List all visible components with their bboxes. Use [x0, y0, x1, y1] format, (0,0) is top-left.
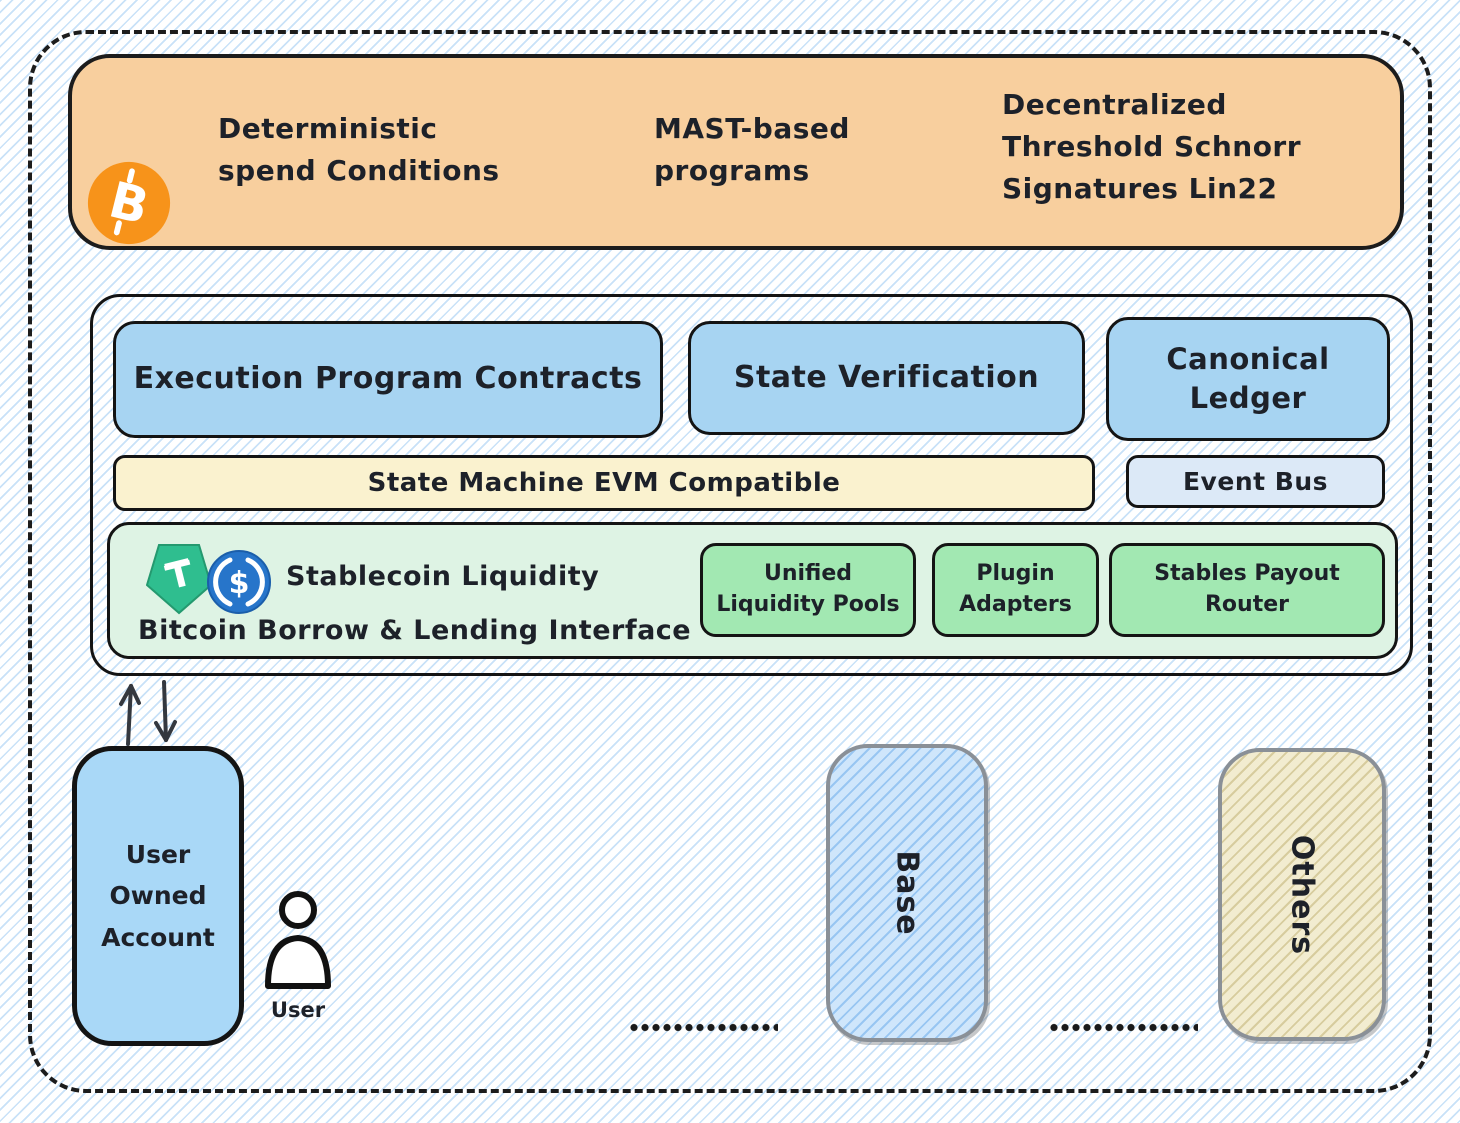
bitcoin-layer-banner: B Deterministic spend Conditions MAST-ba… — [68, 54, 1404, 250]
bitcoin-icon: B — [87, 161, 171, 245]
banner-label-mast-programs: MAST-based programs — [654, 112, 850, 187]
canonical-ledger-box: Canonical Ledger — [1106, 317, 1390, 441]
dotted-connector-base — [630, 1023, 778, 1032]
tether-icon: T — [146, 544, 212, 615]
outer-dashed-border — [28, 30, 1432, 1093]
svg-text:$: $ — [229, 566, 250, 601]
plugin-adapters-box: Plugin Adapters — [932, 543, 1099, 637]
stables-payout-router-box: Stables Payout Router — [1109, 543, 1385, 637]
state-verification-box: State Verification — [688, 321, 1085, 435]
unified-liquidity-pools-box: Unified Liquidity Pools — [700, 543, 916, 637]
banner-label-deterministic-spend: Deterministic spend Conditions — [218, 112, 500, 187]
others-chain-label: Others — [1284, 834, 1320, 955]
execution-program-contracts-box: Execution Program Contracts — [113, 321, 663, 438]
event-bus-box: Event Bus — [1126, 455, 1385, 508]
core-container: Execution Program Contracts State Verifi… — [90, 294, 1413, 676]
others-chain-box: Others — [1218, 748, 1386, 1041]
user-label: User — [270, 998, 326, 1022]
state-machine-bar: State Machine EVM Compatible — [113, 455, 1095, 511]
dotted-connector-others — [1050, 1023, 1198, 1032]
usdc-icon: $ — [207, 550, 271, 614]
banner-label-threshold-schnorr: Decentralized Threshold Schnorr Signatur… — [1002, 88, 1302, 205]
base-chain-label: Base — [889, 850, 925, 936]
base-chain-box: Base — [826, 744, 988, 1042]
stablecoin-liquidity-container: T $ Stablecoin Liquidity Bitcoin Borrow … — [107, 522, 1398, 659]
user-owned-account-box: User Owned Account — [72, 746, 244, 1046]
stablecoin-liquidity-label: Stablecoin Liquidity — [286, 561, 600, 592]
up-down-arrows — [119, 680, 177, 746]
bitcoin-borrow-lending-label: Bitcoin Borrow & Lending Interface — [138, 615, 692, 646]
user-person-icon — [265, 891, 331, 989]
